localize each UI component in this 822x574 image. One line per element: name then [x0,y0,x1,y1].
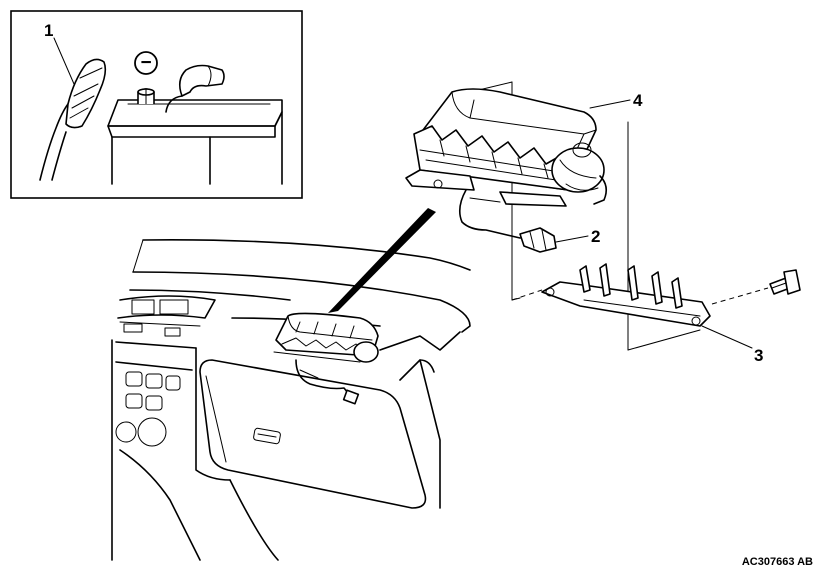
callout-1-leader [53,37,75,85]
callout-3: 3 [754,346,763,365]
taped-negative-cable [39,58,107,181]
battery-inset: − 1 [10,10,303,199]
airbag-module-installed [273,312,379,405]
zoom-wedge [328,208,436,313]
svg-text:−: − [140,53,151,74]
battery [107,64,283,185]
bolt [769,269,801,295]
airbag-module-detail [405,81,701,351]
callout-4: 4 [633,91,643,110]
bolt-axis-line [711,287,769,305]
glove-box [199,359,427,509]
callout-2: 2 [591,227,600,246]
bracket-axis-line [511,289,543,301]
figure-code: AC307663 AB [742,556,813,568]
callout-1: 1 [44,21,53,40]
negative-terminal-icon: − [134,51,158,75]
callout-3-leader [701,325,753,349]
callout-4-leader [589,99,631,109]
callout-2-leader [555,235,589,243]
mounting-bracket [541,263,711,327]
dashboard [111,239,471,561]
connector [519,227,557,253]
